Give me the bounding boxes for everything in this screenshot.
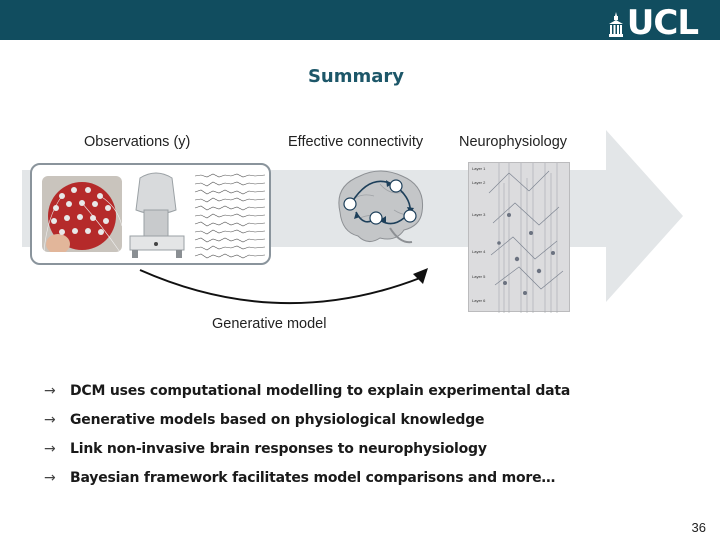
slide-title: Summary [307, 66, 405, 87]
generative-model-label: Generative model [212, 316, 327, 332]
layer-label: Layer 4 [472, 249, 486, 254]
bullet-text: DCM uses computational modelling to expl… [70, 382, 571, 399]
logo-text: UCL [626, 3, 699, 43]
list-item: → Link non-invasive brain responses to n… [40, 434, 660, 463]
effective-connectivity-label: Effective connectivity [288, 134, 424, 150]
generative-model-arrow [139, 268, 428, 305]
layer-label: Layer 3 [472, 212, 486, 217]
layer-label: Layer 5 [472, 274, 486, 279]
page-number: 36 [691, 520, 706, 535]
layer-label: Layer 6 [472, 298, 486, 303]
bullet-text: Bayesian framework facilitates model com… [70, 469, 556, 486]
ucl-logo: UCL [608, 3, 699, 43]
list-item: → Bayesian framework facilitates model c… [40, 463, 660, 492]
brain-connectivity-image [330, 162, 430, 254]
layer-label: Layer 1 [472, 166, 486, 171]
header-bar: UCL [0, 0, 720, 40]
bullet-text: Link non-invasive brain responses to neu… [70, 440, 487, 457]
portico-icon [608, 12, 623, 37]
arrow-right-icon: → [44, 469, 56, 486]
arrow-right-icon: → [44, 440, 56, 457]
list-item: → Generative models based on physiologic… [40, 405, 660, 434]
bullet-list: → DCM uses computational modelling to ex… [40, 376, 660, 492]
cortical-layers-image: Layer 1 Layer 2 Layer 3 Layer 4 Layer 5 … [468, 162, 570, 313]
layer-label: Layer 2 [472, 180, 486, 185]
list-item: → DCM uses computational modelling to ex… [40, 376, 660, 405]
observations-label: Observations (y) [84, 134, 191, 150]
arrow-right-icon: → [44, 411, 56, 428]
arrow-right-icon: → [44, 382, 56, 399]
bullet-text: Generative models based on physiological… [70, 411, 485, 428]
meg-scanner-image [126, 170, 188, 260]
eeg-signal-traces [193, 170, 267, 260]
neurophysiology-label: Neurophysiology [459, 134, 568, 150]
eeg-cap-image [42, 176, 122, 252]
